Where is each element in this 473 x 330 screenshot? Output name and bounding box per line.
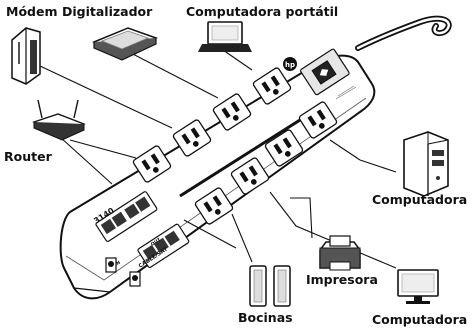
label-scanner: Digitalizador <box>62 4 153 19</box>
coax-out-label: OUT <box>150 236 163 247</box>
outlet <box>194 187 234 225</box>
laptop-icon <box>198 21 252 52</box>
label-router: Router <box>4 149 53 164</box>
computer-tower-icon <box>403 131 449 197</box>
printer-icon <box>319 235 361 271</box>
outlet <box>172 119 212 157</box>
outlet-row-2 <box>194 101 338 225</box>
hp-logo: hp <box>283 57 297 71</box>
outlet <box>230 157 270 195</box>
power-strip: hp 3140 CABLE/SAT IN OUT <box>59 48 376 300</box>
label-laptop: Computadora portátil <box>186 4 338 19</box>
label-speakers: Bocinas <box>238 310 293 325</box>
label-printer: Impresora <box>306 272 378 287</box>
svg-text:hp: hp <box>285 61 295 69</box>
label-monitor: Computadora <box>372 312 467 327</box>
indicator-lines <box>335 85 357 100</box>
control-panel <box>300 48 350 96</box>
scanner-icon <box>92 27 158 61</box>
modem-icon <box>11 27 41 85</box>
label-modem: Módem <box>6 4 57 19</box>
data-port-panel <box>95 191 158 242</box>
outlet <box>132 145 172 183</box>
coax-connector-in <box>105 257 117 273</box>
outlet <box>264 129 304 167</box>
speakers-icon <box>249 265 291 307</box>
leader-lines <box>39 49 397 269</box>
label-computer: Computadora <box>372 192 467 207</box>
outlet <box>212 93 252 131</box>
outlet <box>298 101 338 139</box>
router-icon <box>32 99 86 141</box>
outlet <box>252 67 292 105</box>
monitor-icon <box>397 269 439 304</box>
data-port-panel-2 <box>137 223 190 268</box>
power-cord <box>355 15 452 51</box>
outlet-row-1 <box>132 67 292 183</box>
coax-connector-out <box>129 271 141 287</box>
coax-in-label: IN <box>114 260 122 268</box>
